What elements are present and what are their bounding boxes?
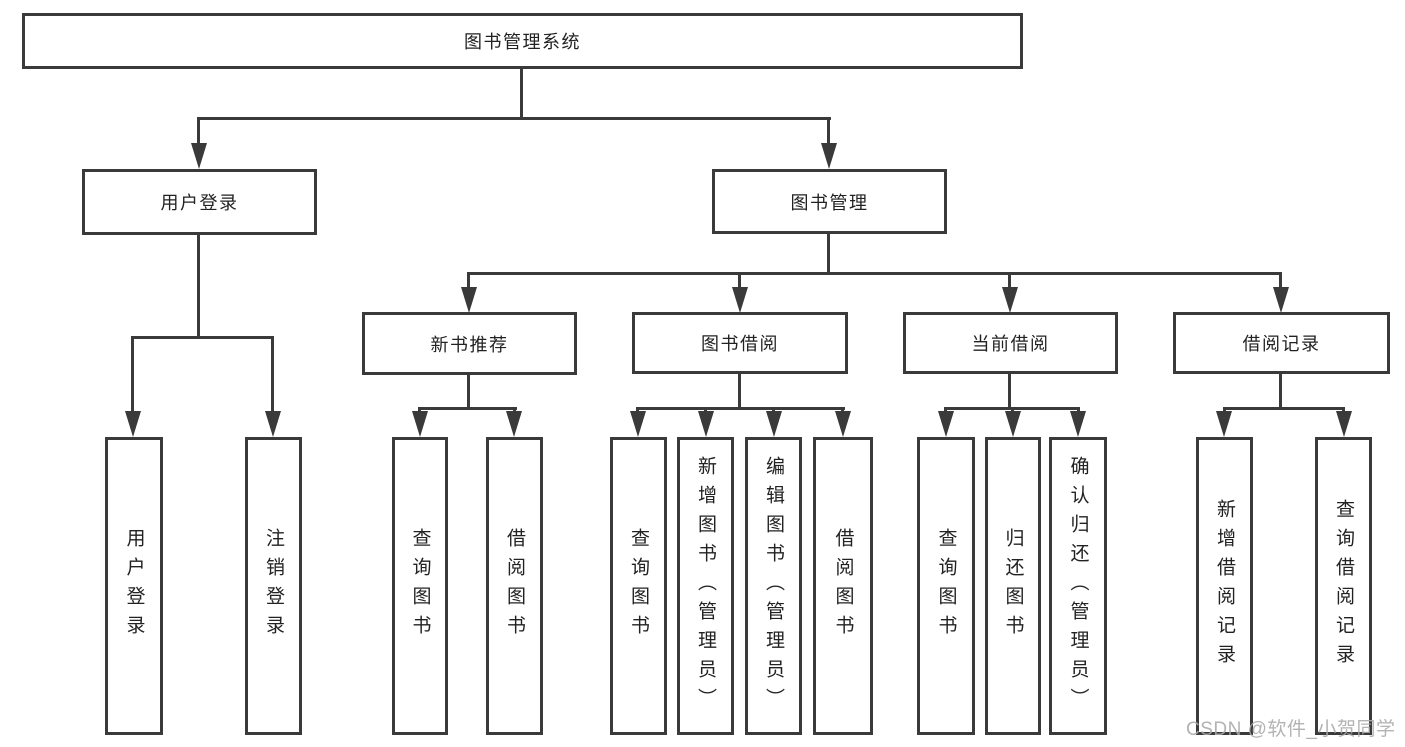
arrow-down-icon xyxy=(766,411,782,437)
leaf-edit-books-admin: 编辑图书（管理员） xyxy=(745,437,802,735)
node-label: 用户登录 xyxy=(160,193,239,213)
node-label: 借阅图书 xyxy=(504,528,525,644)
arrow-down-icon xyxy=(1216,411,1232,437)
connector-hline xyxy=(467,272,1282,275)
connector-vline xyxy=(1279,272,1282,290)
node-label: 图书管理 xyxy=(790,192,869,213)
node-label: 图书管理系统 xyxy=(464,32,581,52)
arrow-down-icon xyxy=(1336,411,1352,437)
csdn-watermark: CSDN @软件_小贺同学 xyxy=(1186,719,1396,740)
node-label: 图书借阅 xyxy=(701,334,779,354)
arrow-down-icon xyxy=(1005,411,1021,437)
arrow-down-icon xyxy=(698,411,714,437)
node-label: 用户登录 xyxy=(123,528,145,644)
node-book-management: 图书管理 xyxy=(712,169,947,234)
node-label: 查询图书 xyxy=(409,528,431,644)
connector-hline xyxy=(197,117,831,120)
node-user-login: 用户登录 xyxy=(82,169,317,235)
connector-vline xyxy=(271,336,274,414)
connector-vline xyxy=(827,233,830,274)
connector-hline xyxy=(1223,407,1345,410)
node-current-borrowing: 当前借阅 xyxy=(903,312,1118,374)
connector-vline xyxy=(467,374,470,409)
node-library-management-system: 图书管理系统 xyxy=(22,13,1023,69)
arrow-down-icon xyxy=(732,287,748,313)
leaf-borrow-books-recommend: 借阅图书 xyxy=(486,437,543,735)
node-borrowing-records: 借阅记录 xyxy=(1173,312,1390,374)
connector-vline xyxy=(1008,272,1011,290)
arrow-down-icon xyxy=(821,143,837,169)
node-label: 查询借阅记录 xyxy=(1333,499,1354,673)
node-label: 当前借阅 xyxy=(971,334,1050,354)
node-label: 新增图书（管理员） xyxy=(695,455,716,717)
leaf-borrow-books: 借阅图书 xyxy=(813,437,873,735)
connector-vline xyxy=(197,234,200,338)
connector-hline xyxy=(636,407,845,410)
connector-vline xyxy=(738,373,741,409)
arrow-down-icon xyxy=(1002,287,1018,313)
arrow-down-icon xyxy=(506,411,522,437)
leaf-query-borrow-record: 查询借阅记录 xyxy=(1315,437,1372,735)
arrow-down-icon xyxy=(125,411,141,437)
node-label: 借阅图书 xyxy=(832,528,854,644)
arrow-down-icon xyxy=(461,287,477,313)
connector-vline xyxy=(467,272,470,290)
connector-vline xyxy=(1279,373,1282,409)
node-label: 归还图书 xyxy=(1002,528,1024,644)
connector-vline xyxy=(827,117,830,147)
node-label: 注销登录 xyxy=(263,528,284,644)
connector-vline xyxy=(1008,373,1011,409)
arrow-down-icon xyxy=(1070,411,1086,437)
node-label: 确认归还（管理员） xyxy=(1067,455,1089,717)
connector-vline xyxy=(738,272,741,290)
leaf-add-books-admin: 新增图书（管理员） xyxy=(677,437,734,735)
arrow-down-icon xyxy=(412,411,428,437)
node-new-book-recommend: 新书推荐 xyxy=(362,312,577,375)
node-book-borrowing: 图书借阅 xyxy=(632,312,848,374)
arrow-down-icon xyxy=(938,411,954,437)
connector-vline xyxy=(520,68,523,118)
connector-vline xyxy=(197,117,200,147)
connector-vline xyxy=(131,336,134,414)
arrow-down-icon xyxy=(191,143,207,169)
arrow-down-icon xyxy=(265,411,281,437)
leaf-query-books-current: 查询图书 xyxy=(917,437,975,735)
leaf-query-books-borrowing: 查询图书 xyxy=(610,437,667,735)
leaf-query-books-recommend: 查询图书 xyxy=(392,437,448,735)
connector-hline xyxy=(131,336,274,339)
node-label: 查询图书 xyxy=(935,528,957,644)
leaf-user-login: 用户登录 xyxy=(105,437,163,735)
node-label: 新增借阅记录 xyxy=(1214,499,1235,673)
leaf-confirm-return-admin: 确认归还（管理员） xyxy=(1049,437,1107,735)
arrow-down-icon xyxy=(1273,287,1289,313)
arrow-down-icon xyxy=(835,411,851,437)
leaf-return-books: 归还图书 xyxy=(985,437,1041,735)
leaf-logout: 注销登录 xyxy=(245,437,302,735)
arrow-down-icon xyxy=(630,411,646,437)
leaf-add-borrow-record: 新增借阅记录 xyxy=(1196,437,1253,735)
connector-hline xyxy=(418,407,517,410)
node-label: 新书推荐 xyxy=(430,334,509,355)
node-label: 编辑图书（管理员） xyxy=(763,455,784,717)
node-label: 借阅记录 xyxy=(1242,334,1321,354)
node-label: 查询图书 xyxy=(628,528,649,644)
